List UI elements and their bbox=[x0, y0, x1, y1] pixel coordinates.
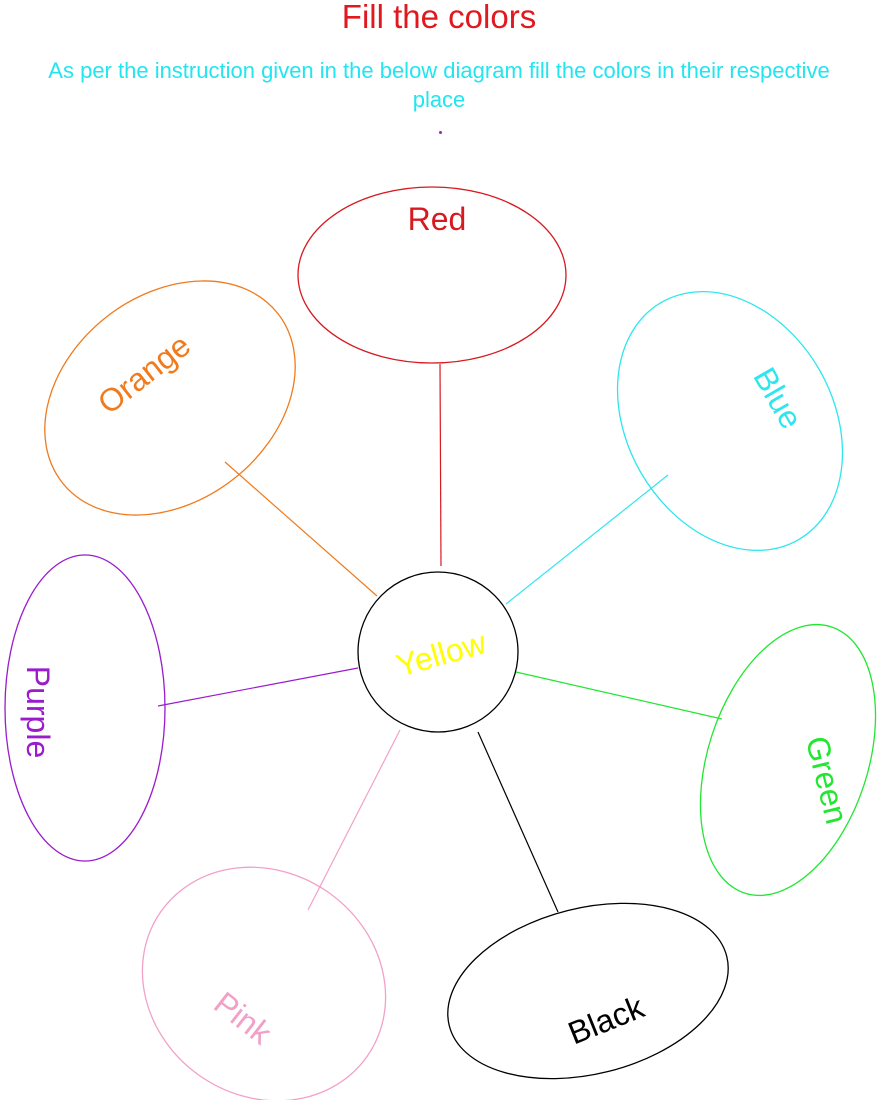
node-ellipse-red bbox=[297, 186, 567, 364]
connector-red bbox=[439, 363, 442, 567]
connector-purple bbox=[157, 667, 359, 707]
connector-blue bbox=[505, 474, 669, 605]
node-label-black: Black bbox=[563, 988, 650, 1051]
node-label-blue: Blue bbox=[746, 361, 809, 434]
node-ellipse-purple bbox=[4, 554, 166, 862]
node-label-green: Green bbox=[799, 732, 855, 827]
connector-green bbox=[515, 671, 723, 720]
connector-black bbox=[477, 731, 559, 913]
connector-orange bbox=[224, 461, 378, 597]
connector-pink bbox=[307, 729, 401, 911]
node-label-purple: Purple bbox=[20, 666, 56, 759]
node-label-orange: Orange bbox=[91, 327, 197, 421]
node-ellipse-black bbox=[447, 902, 729, 1080]
page-title: Fill the colors bbox=[341, 0, 537, 35]
node-ellipse-green bbox=[699, 623, 877, 897]
node-ellipse-blue bbox=[616, 291, 844, 551]
center-label-yellow: Yellow bbox=[392, 624, 491, 684]
node-ellipse-orange bbox=[44, 280, 296, 516]
node-label-red: Red bbox=[408, 201, 467, 237]
instruction-text: As per the instruction given in the belo… bbox=[48, 58, 830, 112]
decorative-dot bbox=[439, 131, 442, 134]
center-circle bbox=[357, 571, 519, 733]
node-ellipse-pink bbox=[141, 866, 387, 1100]
node-label-pink: Pink bbox=[207, 985, 279, 1052]
